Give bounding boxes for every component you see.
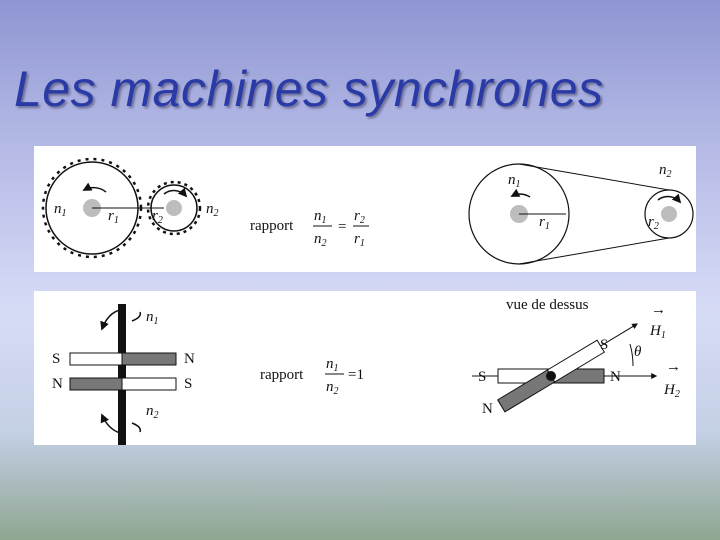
label-n1: n1 bbox=[54, 201, 67, 219]
pulley-label-r2: r2 bbox=[648, 214, 659, 232]
rotation-arrow-icon bbox=[100, 309, 121, 331]
small-gear bbox=[146, 180, 202, 236]
rotation-arrow-icon bbox=[82, 182, 107, 193]
label-r2: r2 bbox=[152, 208, 163, 226]
h1-label: → H1 bbox=[649, 302, 666, 341]
rotation-arrow-icon bbox=[100, 413, 121, 434]
rotation-arrow-icon bbox=[163, 187, 188, 198]
ratio-formula: rapport n1 n2 =1 bbox=[260, 356, 364, 397]
rotation-arrow-icon bbox=[510, 188, 531, 198]
pole-label-n: N bbox=[482, 401, 493, 417]
large-gear bbox=[41, 157, 164, 259]
svg-text:H1: H1 bbox=[649, 323, 666, 341]
pole-label-s: S bbox=[52, 351, 60, 367]
rotation-arrow-tail bbox=[131, 311, 142, 322]
coupled-magnets bbox=[69, 304, 177, 445]
ratio-word: rapport bbox=[250, 218, 294, 234]
pulley-label-n1: n1 bbox=[508, 172, 521, 190]
pulley-label-n2: n2 bbox=[659, 162, 672, 180]
slide-title: Les machines synchrones bbox=[14, 61, 604, 117]
label-n1: n1 bbox=[146, 309, 159, 327]
ratio-word: rapport bbox=[260, 367, 304, 383]
svg-text:→: → bbox=[666, 359, 681, 375]
theta-arc bbox=[629, 343, 634, 367]
pulley-label-r1: r1 bbox=[539, 214, 550, 232]
ratio-den-right: r1 bbox=[354, 231, 365, 249]
ratio-den-left: n2 bbox=[314, 231, 327, 249]
magnet-top-north bbox=[121, 352, 177, 366]
gear-2-axle bbox=[166, 200, 182, 216]
ratio-num-left: n1 bbox=[314, 208, 327, 226]
pole-label-s: S bbox=[478, 369, 486, 385]
magnet-top-south bbox=[69, 352, 123, 366]
ratio-num: n1 bbox=[326, 356, 339, 374]
ratio-equals-one: =1 bbox=[348, 367, 364, 383]
pulley-system bbox=[468, 163, 694, 265]
belt-top bbox=[518, 163, 670, 191]
pulley-2-axle bbox=[661, 206, 677, 222]
ratio-den: n2 bbox=[326, 379, 339, 397]
rotation-arrow-icon bbox=[657, 193, 682, 204]
gears-pulleys-panel: n1 r1 r2 n2 rapport n1 n2 = r2 r1 n1 r1 … bbox=[34, 146, 696, 272]
label-r1: r1 bbox=[108, 208, 119, 226]
label-n2: n2 bbox=[146, 403, 159, 421]
magnet-bottom-north bbox=[69, 377, 123, 391]
belt-bottom bbox=[518, 237, 670, 265]
theta-label: θ bbox=[634, 344, 642, 360]
svg-text:H2: H2 bbox=[663, 382, 680, 400]
ratio-equals: = bbox=[338, 219, 346, 235]
pole-label-n: N bbox=[610, 369, 621, 385]
magnets-panel: n1 n2 S N N S rapport n1 n2 =1 vue de de… bbox=[34, 291, 696, 445]
ratio-formula: rapport n1 n2 = r2 r1 bbox=[250, 208, 369, 249]
pole-label-n: N bbox=[184, 351, 195, 367]
pole-label-s: S bbox=[184, 376, 192, 392]
top-view-diagram bbox=[472, 323, 658, 413]
label-n2: n2 bbox=[206, 201, 219, 219]
svg-text:→: → bbox=[651, 302, 666, 318]
top-view-caption: vue de dessus bbox=[506, 297, 589, 313]
pole-label-n: N bbox=[52, 376, 63, 392]
pole-label-s: S bbox=[600, 337, 608, 353]
shaft bbox=[118, 304, 126, 445]
rotation-arrow-tail bbox=[131, 422, 142, 433]
h2-label: → H2 bbox=[663, 359, 681, 400]
pivot-dot bbox=[546, 371, 556, 381]
ratio-num-right: r2 bbox=[354, 208, 365, 226]
magnet-bottom-south bbox=[121, 377, 177, 391]
